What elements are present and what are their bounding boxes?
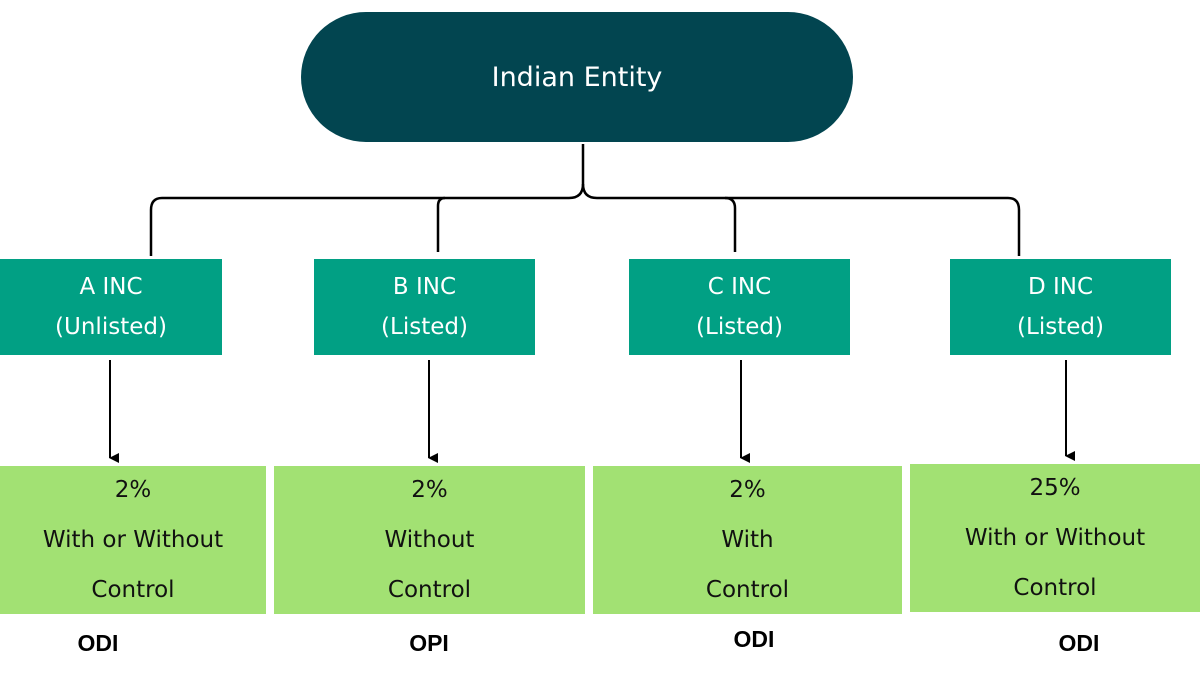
root-node: Indian Entity <box>301 12 853 142</box>
outcome-threshold: 25% <box>1029 475 1081 501</box>
bracket-far-right-arm <box>725 196 1021 256</box>
route-label-c: ODI <box>733 626 775 652</box>
outcome-suffix: Control <box>91 577 175 603</box>
entity-name: B INC <box>392 274 457 300</box>
entity-status: (Listed) <box>381 314 468 340</box>
outcome-condition: With or Without <box>42 527 224 553</box>
route-label-b: OPI <box>409 630 449 656</box>
entity-status: (Listed) <box>1017 314 1104 340</box>
entity-name: C INC <box>707 274 772 300</box>
route-label-a: ODI <box>77 630 119 656</box>
entity-name: A INC <box>79 274 143 300</box>
outcome-suffix: Control <box>705 577 790 603</box>
entity-node-b: B INC (Listed) <box>314 259 535 355</box>
entity-status: (Unlisted) <box>55 314 167 340</box>
outcome-node-b: 2% Without Control <box>274 466 585 614</box>
entity-node-d: D INC (Listed) <box>950 259 1171 355</box>
outcome-suffix: Control <box>1013 575 1097 601</box>
entity-name: D INC <box>1027 274 1094 300</box>
outcome-node-a: 2% With or Without Control <box>0 466 266 614</box>
bracket-left-arm <box>149 196 445 256</box>
root-bracket <box>436 144 585 252</box>
outcome-suffix: Control <box>387 577 472 603</box>
outcome-condition: With <box>721 527 774 553</box>
bracket-right-arm <box>581 183 737 252</box>
root-label: Indian Entity <box>491 61 663 93</box>
outcome-condition: With or Without <box>964 525 1146 551</box>
outcome-threshold: 2% <box>729 477 766 503</box>
outcome-condition: Without <box>384 527 475 553</box>
entity-node-c: C INC (Listed) <box>629 259 850 355</box>
entity-node-a: A INC (Unlisted) <box>0 259 222 355</box>
entity-status: (Listed) <box>696 314 783 340</box>
outcome-node-c: 2% With Control <box>593 466 902 614</box>
outcome-threshold: 2% <box>411 477 448 503</box>
route-label-d: ODI <box>1058 630 1100 656</box>
outcome-node-d: 25% With or Without Control <box>910 464 1200 612</box>
outcome-threshold: 2% <box>114 477 152 503</box>
